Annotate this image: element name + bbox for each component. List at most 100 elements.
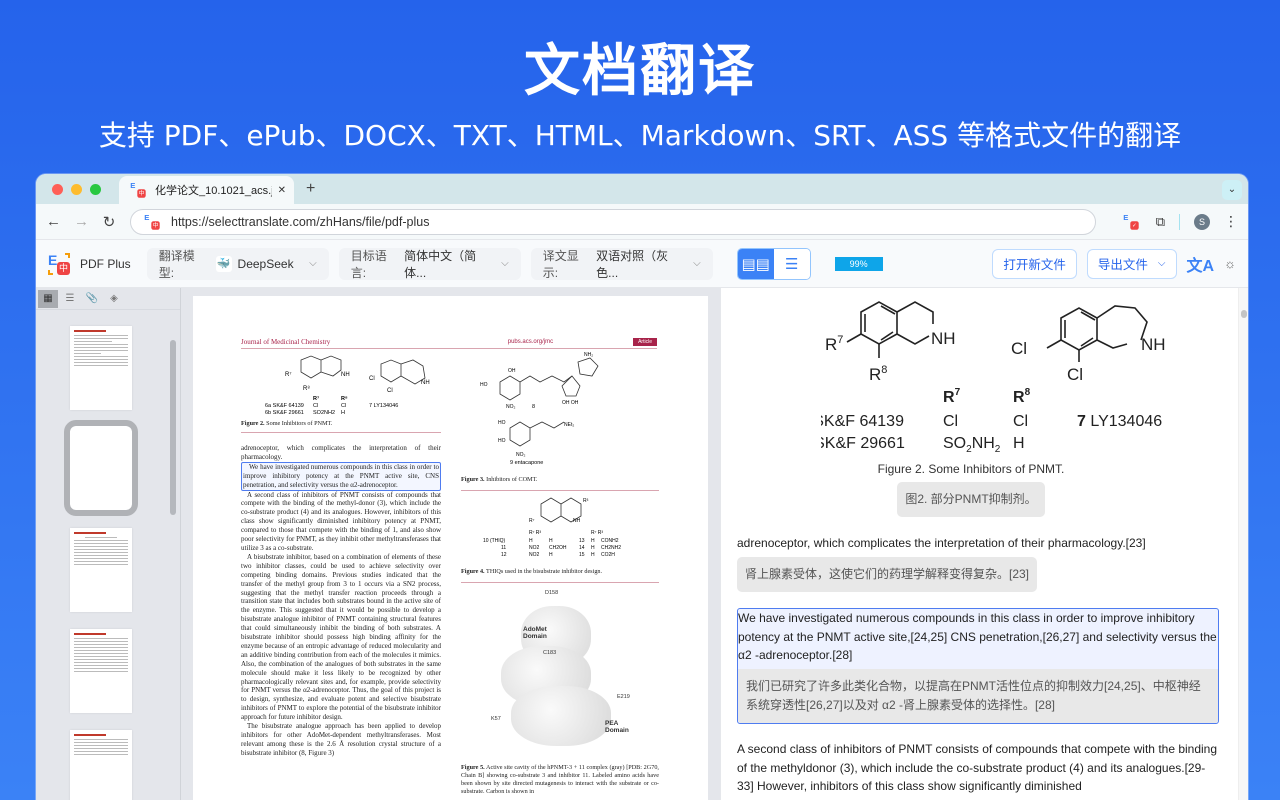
source-text: We have investigated numerous compounds … [738, 611, 1217, 662]
page-thumbnail-2[interactable] [64, 420, 138, 516]
page-thumbnail-1[interactable] [70, 326, 132, 410]
svg-text:HO: HO [498, 438, 506, 444]
svg-text:R⁸: R⁸ [341, 396, 348, 402]
translation-panel: R7 R8 NH Cl Cl NH R7 R8 6a SK&F 64139 Cl… [720, 288, 1248, 800]
svg-text:Cl: Cl [387, 388, 393, 394]
theme-toggle-icon[interactable]: ☼ [1224, 256, 1236, 271]
svg-text:CONH2: CONH2 [601, 538, 619, 544]
pdf-paragraph[interactable]: A second class of inhibitors of PNMT con… [241, 490, 441, 552]
svg-text:CH2OH: CH2OH [549, 545, 567, 551]
svg-text:Cl: Cl [943, 413, 958, 430]
minimize-window-button[interactable] [71, 184, 82, 195]
close-window-button[interactable] [52, 184, 63, 195]
display-value: 双语对照（灰色... [596, 248, 669, 280]
pdf-paragraph-selected[interactable]: We have investigated numerous compounds … [241, 461, 441, 491]
svg-text:NO2: NO2 [529, 545, 540, 551]
maximize-window-button[interactable] [90, 184, 101, 195]
svg-text:CO2H: CO2H [601, 552, 615, 558]
journal-url: pubs.acs.org/jmc [507, 339, 554, 345]
browser-window: E中 化学论文_10.1021_acs.jmedch ✕ + ⌄ ← → ↻ E… [36, 174, 1248, 800]
model-value: DeepSeek（ [237, 257, 300, 271]
sidebar-scrollbar[interactable] [170, 340, 176, 515]
svg-text:NH: NH [341, 372, 350, 378]
layers-tab-icon[interactable]: ◈ [110, 292, 118, 304]
svg-text:SO2NH2: SO2NH2 [943, 435, 1001, 452]
translation-block-selected[interactable]: We have investigated numerous compounds … [737, 608, 1219, 724]
pdf-paragraph[interactable]: adrenoceptor, which complicates the inte… [241, 444, 441, 461]
svg-text:NO2: NO2 [529, 552, 540, 558]
translation-block[interactable]: A second class of inhibitors of PNMT con… [737, 740, 1219, 796]
translate-extension-icon[interactable]: E✓ [1123, 213, 1139, 230]
display-mode-select[interactable]: 译文显示: 双语对照（灰色... ⌵ [530, 247, 713, 280]
pdf-viewer: Journal of Medicinal Chemistry pubs.acs.… [180, 288, 720, 800]
translation-scrollbar[interactable] [1238, 288, 1248, 800]
figure-caption-en[interactable]: Figure 2. Some Inhibitors of PNMT. [877, 462, 1065, 476]
svg-text:HO: HO [480, 382, 488, 388]
translation-model-select[interactable]: 翻译模型: 🐳 DeepSeek（ ⌵ [146, 247, 329, 280]
translated-text: 肾上腺素受体，这使它们的药理学解释变得复杂。[23] [737, 556, 1038, 592]
target-label: 目标语言: [350, 248, 387, 280]
app-name: PDF Plus [80, 256, 131, 271]
new-tab-button[interactable]: + [306, 180, 316, 197]
figure-5-image: D158 AdoMet Domain C183 E219 K57 PEA Dom… [461, 586, 659, 756]
target-language-select[interactable]: 目标语言: 简体中文（简体... ⌵ [338, 247, 521, 280]
tab-search-dropdown[interactable]: ⌄ [1222, 180, 1242, 200]
split-view-button[interactable]: ▤▤ [737, 248, 774, 279]
svg-text:6a SK&F 64139: 6a SK&F 64139 [821, 413, 904, 430]
svg-text:9 entacapone: 9 entacapone [510, 460, 543, 466]
figure-5-caption: Figure 5. Active site cavity of the hPNM… [461, 764, 659, 795]
reload-button[interactable]: ↻ [102, 213, 116, 231]
translated-text: 我们已研究了许多此类化合物，以提高在PNMT活性位点的抑制效力[24,25]、中… [738, 668, 1218, 723]
svg-text:Cl: Cl [313, 403, 318, 409]
svg-text:H: H [1013, 435, 1025, 452]
view-mode-toggle: ▤▤ ☰ [736, 247, 811, 280]
extensions-puzzle-icon[interactable]: ⧉ [1155, 213, 1165, 229]
tab-close-icon[interactable]: ✕ [277, 184, 286, 196]
browser-menu-icon[interactable]: ⋮ [1224, 213, 1238, 229]
svg-text:Cl: Cl [1013, 413, 1028, 430]
translation-progress: 99% [834, 256, 883, 271]
svg-text:15: 15 [579, 552, 585, 558]
page-thumbnail-4[interactable] [70, 629, 132, 713]
svg-text:Cl: Cl [341, 403, 346, 409]
pdf-paragraph[interactable]: A bisubstrate inhibitor, based on a comb… [241, 552, 441, 722]
tab-title: 化学论文_10.1021_acs.jmedch [155, 185, 272, 197]
svg-text:Cl: Cl [1067, 365, 1083, 384]
svg-text:R7: R7 [825, 334, 843, 354]
tab-bar: E中 化学论文_10.1021_acs.jmedch ✕ + ⌄ [36, 174, 1248, 204]
page-thumbnail-5[interactable] [70, 730, 132, 800]
svg-text:NO₂: NO₂ [516, 452, 526, 458]
svg-text:R8: R8 [869, 364, 887, 384]
svg-text:HO: HO [498, 420, 506, 426]
back-button[interactable]: ← [46, 213, 61, 230]
pdf-paragraph[interactable]: The bisubstrate analogue approach has be… [241, 722, 441, 757]
svg-text:NH₂: NH₂ [584, 352, 593, 358]
profile-avatar[interactable]: S [1194, 213, 1210, 230]
attachments-tab-icon[interactable]: 📎 [85, 292, 99, 304]
outline-tab-icon[interactable]: ☰ [65, 292, 75, 304]
thumbnails-tab-icon[interactable]: ▦ [38, 289, 58, 308]
translate-icon[interactable]: 文A [1186, 257, 1215, 275]
forward-button[interactable]: → [74, 213, 89, 230]
export-file-button[interactable]: 导出文件 ⌵ [1086, 248, 1177, 279]
article-tag: Article [633, 338, 657, 346]
chevron-down-icon: ⌵ [501, 258, 509, 269]
hero-subtitle: 支持 PDF、ePub、DOCX、TXT、HTML、Markdown、SRT、A… [98, 119, 1182, 152]
single-view-button[interactable]: ☰ [773, 248, 810, 279]
page-thumbnail-3[interactable] [70, 528, 132, 612]
open-new-file-button[interactable]: 打开新文件 [992, 248, 1077, 279]
svg-text:CH2NH2: CH2NH2 [601, 545, 621, 551]
figure-caption-zh[interactable]: 图2. 部分PNMT抑制剂。 [897, 482, 1045, 517]
svg-text:NH: NH [421, 380, 430, 386]
browser-tab[interactable]: E中 化学论文_10.1021_acs.jmedch ✕ [119, 176, 294, 204]
pdf-sidebar: ▦ ☰ 📎 ◈ [36, 288, 180, 800]
pdf-page: Journal of Medicinal Chemistry pubs.acs.… [193, 296, 708, 800]
svg-text:H: H [591, 538, 595, 544]
translation-block[interactable]: adrenoceptor, which complicates the inte… [737, 534, 1219, 592]
